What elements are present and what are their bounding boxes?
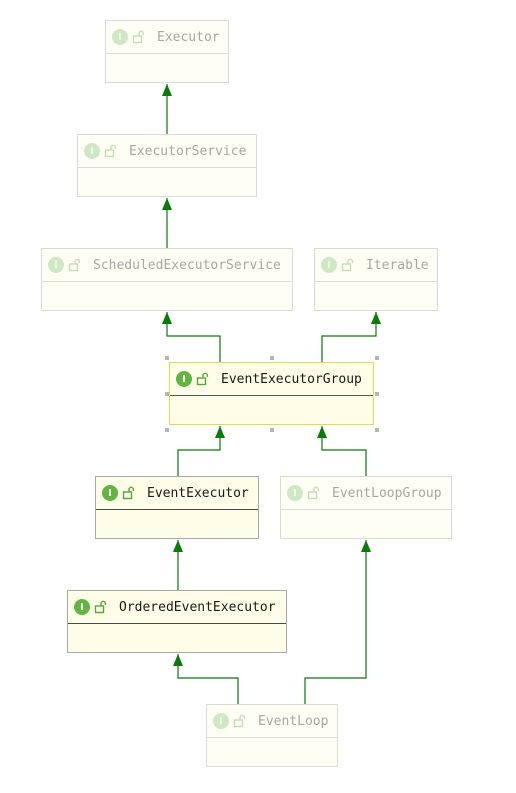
- node-title: Executor: [157, 29, 220, 45]
- edge-scheduled-executor-service-to-executor-service: [162, 198, 172, 248]
- interface-icon: I: [74, 599, 90, 615]
- edge-event-loop-group-to-event-executor-group: [317, 426, 367, 476]
- node-header: I EventLoopGroup: [281, 477, 451, 510]
- node-title: Iterable: [366, 257, 429, 273]
- public-lock-icon: [122, 486, 135, 500]
- interface-icon: I: [321, 257, 337, 273]
- edge-arrowhead: [371, 312, 381, 324]
- node-header: I Executor: [106, 21, 228, 54]
- selection-handle[interactable]: [165, 428, 169, 432]
- edge-executor-service-to-executor: [162, 84, 172, 134]
- node-event-executor[interactable]: I EventExecutor: [95, 476, 259, 539]
- selection-handle[interactable]: [269, 428, 274, 432]
- edge-event-executor-to-event-executor-group: [177, 426, 225, 476]
- node-header: I Iterable: [315, 249, 437, 282]
- node-event-loop-group[interactable]: I EventLoopGroup: [280, 476, 452, 539]
- edge-line: [166, 312, 221, 362]
- edge-event-loop-to-ordered-event-executor: [173, 654, 239, 704]
- public-lock-icon: [132, 30, 145, 44]
- node-scheduled-executor-service[interactable]: I ScheduledExecutorService: [41, 248, 293, 311]
- node-title: EventLoopGroup: [332, 485, 442, 501]
- public-lock-icon: [68, 258, 81, 272]
- node-title: EventExecutor: [147, 485, 249, 501]
- selection-handle[interactable]: [165, 356, 169, 360]
- node-executor-service[interactable]: I ExecutorService: [77, 134, 257, 197]
- interface-icon: I: [84, 143, 100, 159]
- interface-icon: I: [102, 485, 118, 501]
- node-title: OrderedEventExecutor: [119, 599, 276, 615]
- node-event-loop[interactable]: I EventLoop: [206, 704, 338, 767]
- node-header: I EventExecutor: [96, 477, 258, 510]
- edge-arrowhead: [162, 312, 172, 324]
- selection-handle[interactable]: [375, 428, 379, 432]
- selection-handle[interactable]: [375, 391, 379, 396]
- node-header: I EventLoop: [207, 705, 337, 738]
- node-event-executor-group[interactable]: I EventExecutorGroup: [169, 362, 374, 425]
- node-title: ExecutorService: [129, 143, 247, 159]
- public-lock-icon: [104, 144, 117, 158]
- node-executor[interactable]: I Executor: [105, 20, 229, 83]
- public-lock-icon: [341, 258, 354, 272]
- edge-arrowhead: [173, 654, 183, 666]
- edge-line: [321, 312, 377, 362]
- edge-arrowhead: [173, 540, 183, 552]
- edge-arrowhead: [215, 426, 225, 438]
- interface-icon: I: [213, 713, 229, 729]
- node-iterable[interactable]: I Iterable: [314, 248, 438, 311]
- selection-handle[interactable]: [269, 356, 274, 360]
- edge-line: [304, 540, 367, 704]
- selection-handle[interactable]: [375, 356, 379, 360]
- node-header: I EventExecutorGroup: [170, 363, 373, 396]
- public-lock-icon: [307, 486, 320, 500]
- edge-line: [321, 426, 367, 476]
- node-title: EventExecutorGroup: [221, 371, 362, 387]
- node-header: I ScheduledExecutorService: [42, 249, 292, 282]
- edge-event-executor-group-to-iterable: [321, 312, 381, 362]
- edge-arrowhead: [317, 426, 327, 438]
- public-lock-icon: [196, 372, 209, 386]
- edge-event-executor-group-to-scheduled-executor-service: [162, 312, 221, 362]
- edge-line: [177, 654, 239, 704]
- selection-handle[interactable]: [165, 391, 169, 396]
- node-ordered-event-executor[interactable]: I OrderedEventExecutor: [67, 590, 287, 653]
- edge-line: [177, 426, 221, 476]
- node-title: EventLoop: [258, 713, 329, 729]
- edge-arrowhead: [162, 84, 172, 96]
- edge-ordered-event-executor-to-event-executor: [173, 540, 183, 590]
- public-lock-icon: [94, 600, 107, 614]
- node-header: I OrderedEventExecutor: [68, 591, 286, 624]
- interface-icon: I: [176, 371, 192, 387]
- interface-icon: I: [112, 29, 128, 45]
- interface-icon: I: [48, 257, 64, 273]
- interface-icon: I: [287, 485, 303, 501]
- node-title: ScheduledExecutorService: [93, 257, 281, 273]
- edge-event-loop-to-event-loop-group: [304, 540, 371, 704]
- node-header: I ExecutorService: [78, 135, 256, 168]
- edge-arrowhead: [162, 198, 172, 210]
- public-lock-icon: [233, 714, 246, 728]
- edge-arrowhead: [361, 540, 371, 552]
